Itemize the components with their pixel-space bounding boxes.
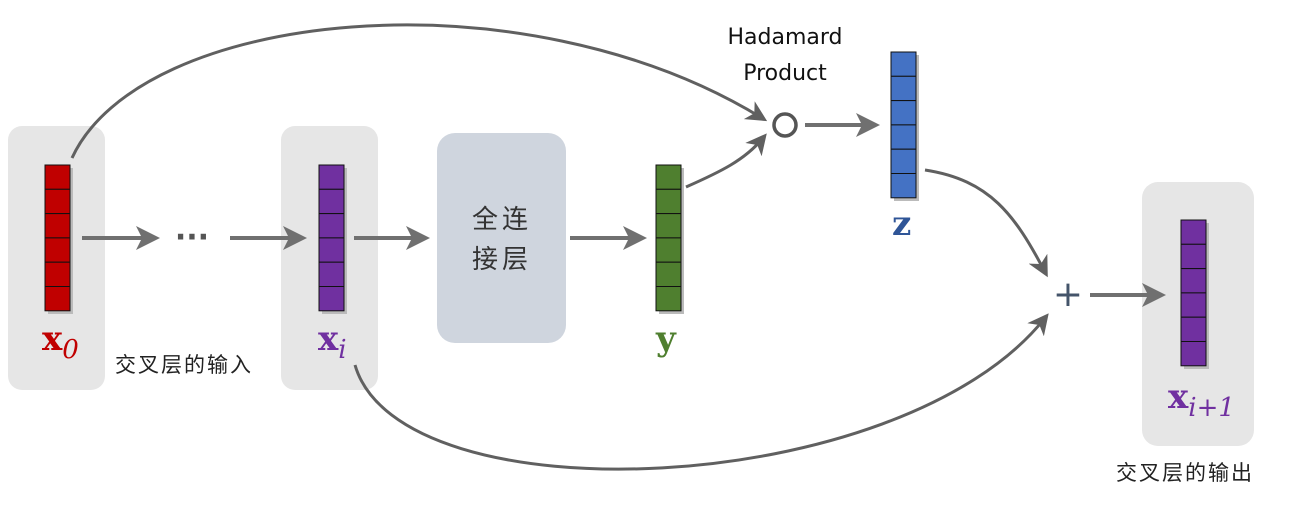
fc-label-line2: 接层 — [472, 245, 532, 275]
xi1-vector-cell — [1180, 268, 1207, 294]
z-vector-cell — [890, 51, 917, 77]
x0-vector-cell — [44, 213, 71, 239]
output-caption: 交叉层的输出 — [1116, 461, 1254, 485]
z-vector-cell — [890, 75, 917, 102]
fully-connected-layer-box — [437, 133, 566, 343]
xi1-vector — [1180, 219, 1209, 369]
x0-vector-cell — [44, 286, 71, 312]
plus-operator: + — [1053, 274, 1083, 315]
xi-vector-cell — [318, 237, 345, 263]
xi1-vector-cell — [1180, 243, 1207, 270]
y-vector-cell — [655, 213, 682, 239]
z-vector-cell — [890, 124, 917, 150]
z-vector — [890, 51, 919, 201]
curve-z-to-plus — [924, 168, 1048, 278]
curve-x0-to-hadamard — [70, 23, 768, 159]
y-label: y — [655, 319, 677, 359]
x0-vector-cell — [44, 188, 71, 215]
xi-vector-cell — [318, 164, 345, 190]
xi1-vector-cell — [1180, 219, 1207, 245]
xi1-label: xi+1 — [1168, 377, 1235, 423]
x0-vector-cell — [44, 261, 71, 288]
xi-label: xi — [318, 319, 347, 365]
xi-vector-cell — [318, 213, 345, 239]
y-vector-cell — [655, 286, 682, 312]
x0-vector — [44, 164, 73, 314]
xi1-vector-cell — [1180, 341, 1207, 367]
z-label: z — [892, 204, 911, 244]
z-vector-cell — [890, 148, 917, 174]
xi-vector-cell — [318, 261, 345, 288]
y-vector-cell — [655, 188, 682, 215]
ellipsis: ··· — [175, 220, 209, 255]
xi-vector-cell — [318, 286, 345, 312]
z-vector-cell — [890, 100, 917, 126]
xi1-vector-cell — [1180, 292, 1207, 318]
y-vector — [655, 164, 684, 314]
hadamard-label-line1: Hadamard — [727, 25, 842, 50]
y-vector-cell — [655, 261, 682, 288]
curve-y-to-hadamard — [685, 133, 767, 189]
xi-vector-cell — [318, 188, 345, 215]
hadamard-product-operator — [772, 112, 798, 138]
z-vector-cell — [890, 173, 917, 199]
x0-vector-cell — [44, 237, 71, 263]
y-vector-cell — [655, 164, 682, 190]
xi1-vector-cell — [1180, 316, 1207, 343]
xi-vector — [318, 164, 347, 314]
fc-label-line1: 全连 — [472, 205, 532, 235]
hadamard-label-line2: Product — [743, 61, 827, 86]
curve-xi-to-plus — [353, 313, 1049, 471]
x0-vector-cell — [44, 164, 71, 190]
y-vector-cell — [655, 237, 682, 263]
input-caption: 交叉层的输入 — [115, 353, 253, 377]
x0-label: x0 — [42, 319, 79, 365]
